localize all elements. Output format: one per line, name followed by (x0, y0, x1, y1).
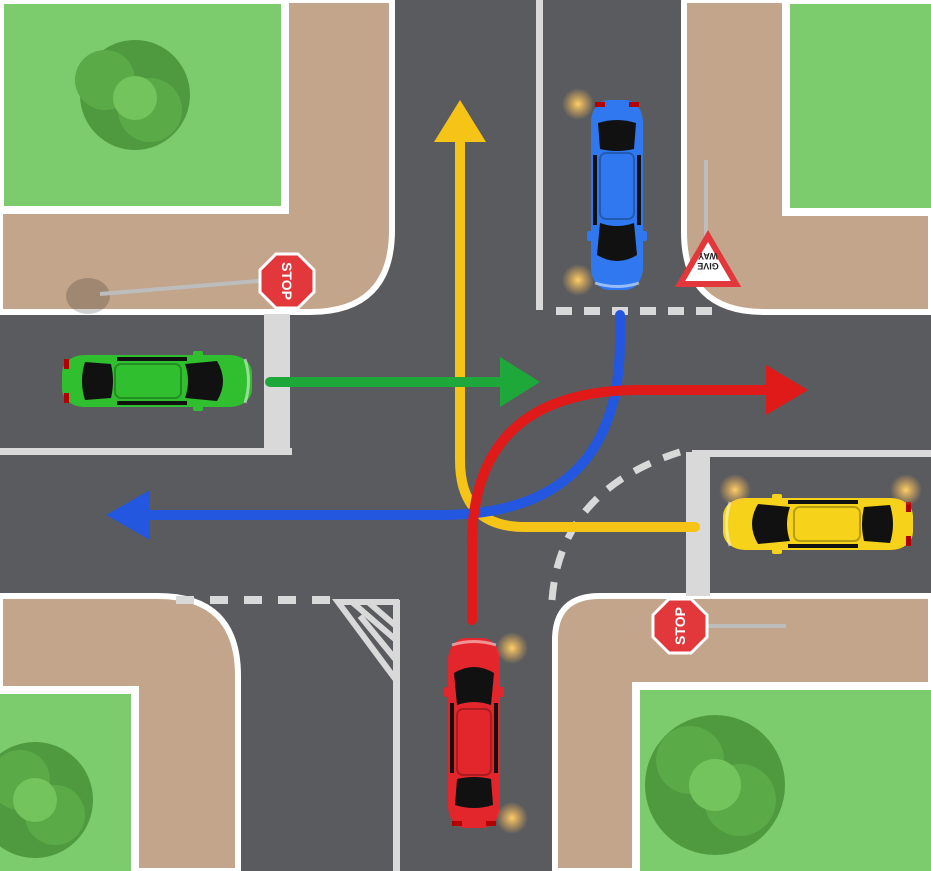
sign-posts (66, 160, 786, 628)
triangle-give-way-sign-icon: GIVE WAY (674, 230, 742, 287)
green-car-icon (60, 349, 254, 413)
tree-icon (645, 715, 785, 855)
chevron-island (332, 599, 399, 690)
green-arrowhead-icon (500, 357, 540, 407)
yellow-indicator-rear (890, 474, 922, 506)
red-indicator-front-right (496, 632, 528, 664)
red-route-arrow-icon (467, 385, 775, 625)
red-arrowhead-icon (766, 365, 808, 415)
corner-top-right (681, 0, 931, 315)
octagon-stop-sign-icon: STOP (258, 252, 316, 310)
tree-icon (75, 40, 190, 150)
blue-arrowhead-icon (106, 490, 150, 540)
yellow-indicator-front (719, 474, 751, 506)
red-car-icon (442, 636, 506, 830)
yellow-car-icon (721, 492, 915, 556)
turn-guide-dashed (548, 448, 682, 601)
blue-indicator-rear-left (562, 88, 594, 120)
blue-car-icon (585, 98, 649, 292)
yellow-arrowhead-icon (434, 100, 486, 142)
stop-sign-text: STOP (279, 262, 295, 300)
give-way-text-1: GIVE (697, 261, 719, 271)
octagon-stop-sign-icon: STOP (651, 597, 709, 655)
tree-icon (0, 742, 93, 858)
stop-sign-text: STOP (672, 607, 688, 645)
give-way-text-2: WAY (698, 251, 718, 261)
route-arrows (106, 100, 808, 625)
red-indicator-rear-right (496, 802, 528, 834)
blue-indicator-front-left (562, 264, 594, 296)
corner-top-left (0, 0, 395, 315)
